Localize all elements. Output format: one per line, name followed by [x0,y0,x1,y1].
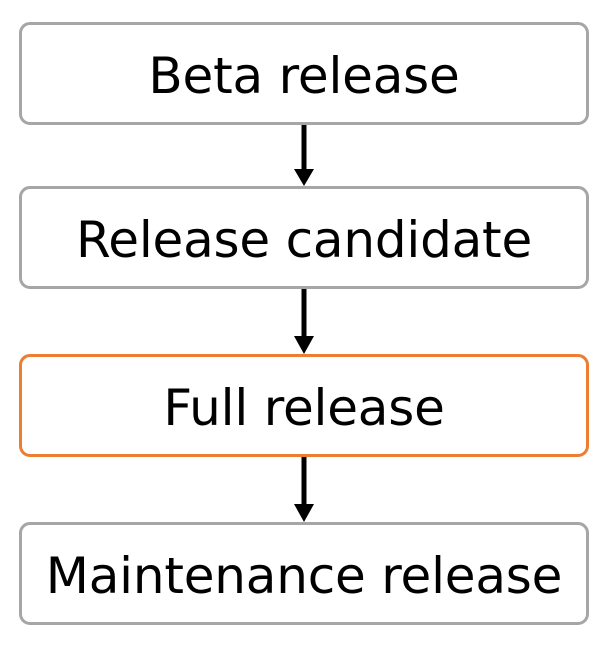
node-label: Release candidate [75,210,533,269]
arrow-head-icon [294,169,314,186]
arrow-full-to-maintenance [294,457,314,522]
node-maintenance-release[interactable]: Maintenance release [19,522,589,625]
node-label: Full release [163,378,445,437]
node-full-release[interactable]: Full release [19,354,589,457]
node-label: Beta release [148,46,460,105]
arrow-beta-to-candidate [294,125,314,186]
node-label: Maintenance release [45,546,563,605]
arrow-shaft [301,289,307,337]
arrow-head-icon [294,336,314,354]
arrow-shaft [301,457,307,505]
arrow-candidate-to-full [294,289,314,354]
node-beta-release[interactable]: Beta release [19,22,589,125]
arrow-head-icon [294,504,314,522]
arrow-shaft [301,125,307,170]
node-release-candidate[interactable]: Release candidate [19,186,589,289]
